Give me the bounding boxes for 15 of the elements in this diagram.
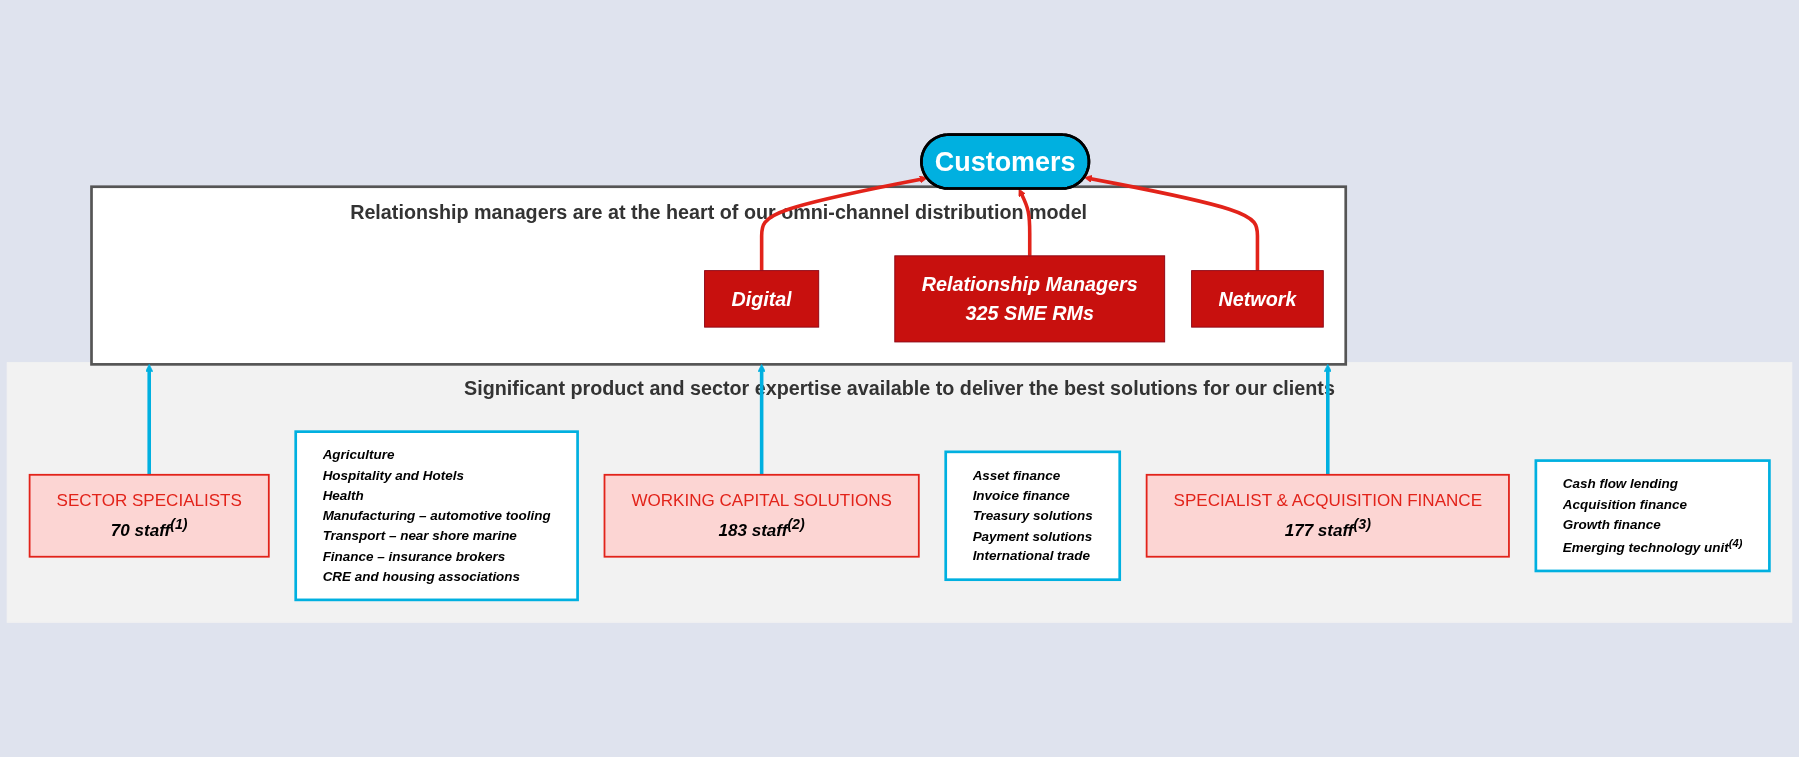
arrow (1323, 364, 1332, 475)
arrow (1084, 174, 1260, 271)
arrow (757, 364, 766, 475)
node-box: SPECIALIST & ACQUISITION FINANCE 177 staff$^{(3)}$ (1145, 473, 1510, 558)
node-box: Asset finance Invoice finance Treasury solutions Payment solutions International trade (944, 450, 1122, 582)
node-box: Digital (704, 270, 820, 328)
node-box: Agriculture Hospitality and Hotels Health Manufacturing – automotive tooling Transport – near shore marine Finance – insurance brokers CRE and housing associations (294, 430, 579, 602)
node-box: Cash flow lending Acquisition finance Growth finance Emerging technology unit$^{(4)}$ (1534, 459, 1771, 573)
arrow (1018, 188, 1032, 256)
arrow (759, 175, 928, 271)
arrow (145, 364, 154, 475)
node-box: SECTOR SPECIALISTS 70 staff$^{(1)}$ (28, 473, 270, 558)
node-box: Relationship Managers 325 SME RMs (894, 255, 1166, 343)
node-box: Network (1191, 270, 1324, 328)
node-box: WORKING CAPITAL SOLUTIONS 183 staff$^{(2)}$ (603, 473, 920, 558)
